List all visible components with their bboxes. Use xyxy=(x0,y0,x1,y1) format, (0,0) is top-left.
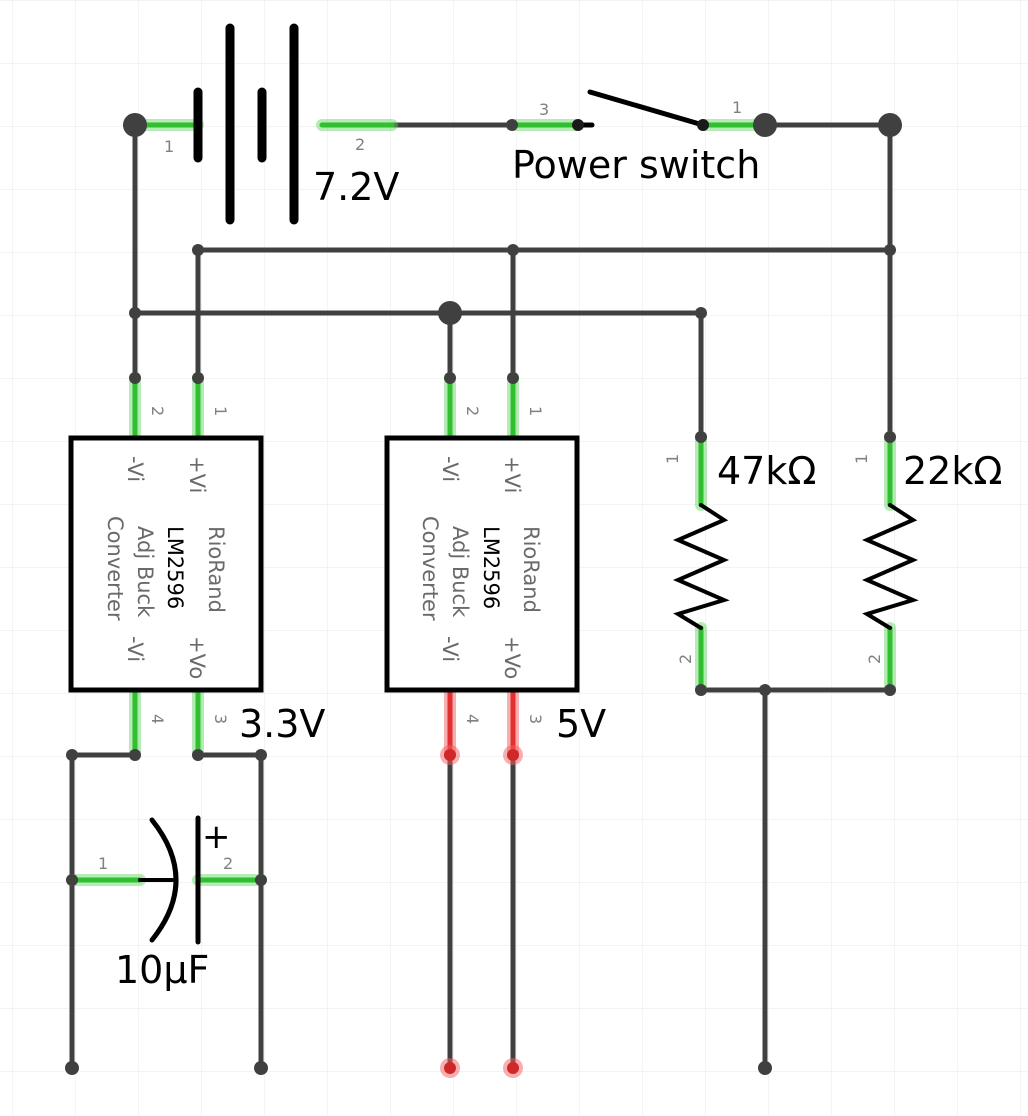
battery-pin-1: 1 xyxy=(164,137,174,156)
pin-number: 1 xyxy=(211,406,230,416)
pin-number: 3 xyxy=(526,714,545,724)
capacitor-pin-2: 2 xyxy=(223,854,233,873)
pin-label-out-pos: +Vo xyxy=(185,636,209,679)
junctions xyxy=(65,113,902,1078)
pin-label-out-neg: -Vi xyxy=(123,636,147,662)
pin-number: 4 xyxy=(148,714,167,724)
resistor-47k[interactable]: 1 2 47kΩ xyxy=(663,431,816,696)
pin-label-out-neg: -Vi xyxy=(438,636,462,662)
pin-label-out-pos: +Vo xyxy=(500,636,524,679)
battery-pin-2: 2 xyxy=(355,135,365,154)
capacitor-pin-1: 1 xyxy=(98,854,108,873)
resistor-pin-1: 1 xyxy=(852,454,871,464)
pin-label-in-pos: +Vi xyxy=(500,456,524,493)
resistor-pin-2: 2 xyxy=(865,654,884,664)
module-desc: Converter xyxy=(418,516,442,621)
pin-label-in-pos: +Vi xyxy=(185,456,209,493)
module-desc: Adj Buck xyxy=(133,526,157,618)
pin-number: 3 xyxy=(211,714,230,724)
battery-voltage-label: 7.2V xyxy=(313,165,399,209)
pin-label-in-neg: -Vi xyxy=(123,456,147,482)
module-brand: RioRand xyxy=(519,526,543,613)
capacitor-polarity-mark: + xyxy=(202,817,231,857)
switch-pin-1: 1 xyxy=(732,98,742,117)
electrolytic-capacitor[interactable]: + 1 2 10µF xyxy=(66,815,267,992)
wires xyxy=(69,122,893,1071)
output-voltage-label: 3.3V xyxy=(239,702,325,746)
buck-converter-3v3[interactable]: 2 1 4 3 -Vi +Vi -Vi +Vo RioRand LM2596 A… xyxy=(68,372,325,761)
switch-label: Power switch xyxy=(512,143,760,187)
switch-pin-3: 3 xyxy=(539,100,549,119)
battery[interactable]: 1 2 7.2V xyxy=(137,23,399,225)
module-model: LM2596 xyxy=(163,526,187,609)
pin-number: 2 xyxy=(148,406,167,416)
buck-converter-5v[interactable]: 2 1 4 3 -Vi +Vi -Vi +Vo RioRand LM2596 A… xyxy=(384,372,606,761)
module-desc: Adj Buck xyxy=(448,526,472,618)
module-brand: RioRand xyxy=(204,526,228,613)
power-switch[interactable]: 3 1 Power switch xyxy=(506,89,771,187)
resistor-value-label: 22kΩ xyxy=(903,449,1002,493)
resistor-pin-1: 1 xyxy=(663,454,682,464)
pin-number: 4 xyxy=(463,714,482,724)
output-voltage-label: 5V xyxy=(556,702,606,746)
resistor-22k[interactable]: 1 2 22kΩ xyxy=(852,431,1002,696)
pin-label-in-neg: -Vi xyxy=(438,456,462,482)
module-model: LM2596 xyxy=(479,526,503,609)
pin-number: 2 xyxy=(463,406,482,416)
resistor-value-label: 47kΩ xyxy=(717,449,816,493)
module-desc: Converter xyxy=(103,516,127,621)
resistor-pin-2: 2 xyxy=(676,654,695,664)
pin-number: 1 xyxy=(526,406,545,416)
capacitor-value-label: 10µF xyxy=(115,948,209,992)
